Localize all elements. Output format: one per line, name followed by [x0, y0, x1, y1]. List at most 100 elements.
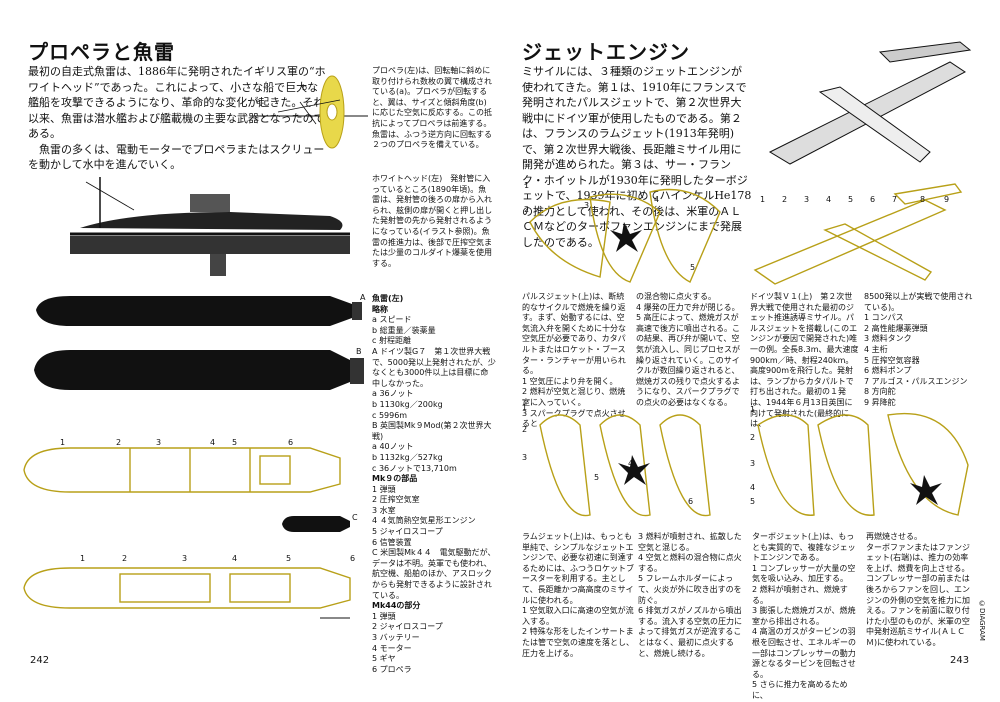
pulse-num: 5 — [690, 263, 695, 272]
turbo-num: 3 — [750, 459, 755, 468]
key-item: c 射程距離 — [372, 336, 411, 346]
pulse-step: 3 スパークプラグで点火させると — [522, 408, 626, 429]
v1-part: 2 高性能爆薬弾頭 — [864, 323, 928, 333]
mk9-part: 6 信管装置 — [372, 537, 412, 547]
key-item: a スピード — [372, 315, 412, 325]
ram-step: 1 空気取入口に高速の空気が流入する。 — [522, 606, 634, 626]
mk44-part: 5 ギヤ — [372, 654, 396, 664]
v1-caption-2: 8500発以上が実戦で使用されている)。 — [864, 292, 973, 312]
b-val: a 40ノット — [372, 442, 414, 452]
v1-num: 6 — [870, 195, 875, 204]
turbo-num: 1 — [750, 405, 755, 414]
mk44-title: Mk44の部分 — [372, 601, 421, 611]
label-B: B — [356, 347, 362, 356]
ram-num: 6 — [688, 497, 693, 506]
mk44-num: 6 — [350, 554, 355, 563]
mk44-part: 4 モーター — [372, 643, 412, 653]
mk9-num: 4 — [210, 438, 215, 447]
pulse-caption-2: の混合物に点火する。 4 爆発の圧力で弁が閉じる。 5 高圧によって、燃焼ガスが… — [636, 292, 744, 409]
v1-num: 2 — [782, 195, 787, 204]
b-val: c 36ノットで13,710m — [372, 463, 457, 473]
page-number-left: 242 — [30, 655, 50, 666]
v1-part: 8 方向舵 — [864, 387, 896, 397]
left-intro: 最初の自走式魚雷は、1886年に発明されたイギリス軍の“ホワイトヘッド”であった… — [28, 64, 328, 173]
b-val: b 1132kg／527kg — [372, 452, 443, 462]
pulse-caption-1: パルスジェット(上)は、断続的なサイクルで燃焼を繰り返す。まず、始動するには、空… — [522, 292, 632, 430]
turbo-step: 4 高温のガスがタービンの羽根を回転させ、エネルギーの一部はコンプレッサーの動力… — [752, 627, 856, 679]
pulse-step: 1 空気圧により弁を開く。 — [522, 376, 618, 386]
page-number-right: 243 — [950, 655, 970, 666]
mk44-cutaway — [23, 567, 351, 619]
ram-caption-col2: 3 燃料が噴射され、拡散した空気と混じる。 4 空気と燃料の混合物に点火する。 … — [638, 532, 746, 659]
v1-part: 5 圧搾空気容器 — [864, 355, 920, 365]
ram-numbers: 1 2 3 4 5 6 — [522, 403, 693, 506]
mk9-num: 2 — [116, 438, 121, 447]
mk9-num: 6 — [288, 438, 293, 447]
mk44-part: 2 ジャイロスコープ — [372, 622, 443, 632]
v1-part: 7 アルゴス・パルスエンジン — [864, 376, 968, 386]
mk9-part: 2 圧搾空気室 — [372, 495, 420, 505]
mk9-part: 5 ジャイロスコープ — [372, 527, 443, 537]
mk44-num: 2 — [122, 554, 127, 563]
torpedo-b-drawing: B — [34, 347, 364, 390]
pulse-num: 4 — [654, 195, 659, 204]
v1-num: 9 — [944, 195, 949, 204]
ram-num: 2 — [522, 425, 527, 434]
ram-num: 5 — [594, 473, 599, 482]
turbofan-caption-col: 再燃焼させる。 ターボファンまたはファンジェット(右端)は、推力の効率を上げ、燃… — [866, 532, 974, 649]
mk44-part: 6 プロペラ — [372, 664, 412, 674]
mk44-num: 4 — [232, 554, 237, 563]
turbo-caption: ターボジェット(上)は、もっとも実質的で、複雑なジェットエンジンである。 — [752, 532, 856, 563]
propeller-caption: プロペラ(左)は、回転軸に斜めに取り付けられ数枚の翼で構成されている(a)。プロ… — [372, 66, 492, 150]
ram-step: 6 排気ガスがノズルから噴出する。流入する空気の圧力によって排気ガスが逆流するこ… — [638, 606, 742, 658]
pulse-num: 1 — [524, 181, 529, 190]
pulse-step: 5 高圧によって、燃焼ガスが高速で後方に噴出される。この結果、再び弁が開いて、空… — [636, 313, 740, 407]
left-intro-p2: 魚雷の多くは、電動モーターでプロペラまたはスクリューを動かして水中を進んでいく。 — [28, 142, 325, 172]
ram-caption: ラムジェット(上)は、もっとも単純で、シンプルなジェットエンジンで、必要な初速に… — [522, 532, 634, 605]
v1-parts-col: 8500発以上が実戦で使用されている)。 1 コンパス 2 高性能爆薬弾頭 3 … — [864, 292, 976, 409]
pulse-num: 2 — [524, 205, 529, 214]
a-val: c 5996m — [372, 410, 408, 420]
pulse-text: パルスジェット(上)は、断続的なサイクルで燃焼を繰り返す。まず、始動するには、空… — [522, 292, 626, 376]
v1-caption: ドイツ製Ｖ１(上) 第２次世界大戦で使用された最初のジェット推進誘導ミサイル。パ… — [750, 292, 859, 429]
b-title: B 英国製Mk９Mod(第２次世界大戦) — [372, 421, 492, 441]
left-intro-p1: 最初の自走式魚雷は、1886年に発明されたイギリス軍の“ホワイトヘッド”であった… — [28, 65, 326, 140]
v1-num: 1 — [760, 195, 765, 204]
label-b: b — [302, 83, 307, 92]
whitehead-drawing — [70, 177, 350, 276]
turbo-step: 5 さらに推力を高めるために、 — [752, 680, 848, 700]
v1-part: 1 コンパス — [864, 313, 904, 323]
turbo-num: 2 — [750, 433, 755, 442]
turbo-caption-2: 再燃焼させる。 — [866, 532, 922, 541]
key-item: b 総重量／装薬量 — [372, 325, 436, 335]
v1-drawing — [768, 41, 972, 165]
v1-cutaway — [753, 183, 963, 285]
ram-step: 4 空気と燃料の混合物に点火する。 — [638, 553, 742, 573]
v1-part: 6 燃料ポンプ — [864, 366, 912, 376]
mk9-numbers: 1 2 3 4 5 6 — [60, 438, 293, 447]
label-A: A — [360, 293, 366, 302]
mk9-part: 4 ４気筒熱空気星形エンジン — [372, 516, 476, 526]
v1-part: 4 主桁 — [864, 344, 888, 354]
key-title: 略称 — [372, 304, 388, 314]
torpedo-a-drawing: A — [36, 293, 366, 326]
torpedo-caption: 魚雷(左) 略称 a スピード b 総重量／装薬量 c 射程距離 A ドイツ製G… — [372, 294, 496, 675]
turbo-step: 3 膨張した燃焼ガスが、燃焼室から排出される。 — [752, 606, 856, 626]
mk9-title: Mk９の部品 — [372, 474, 418, 484]
v1-num: 3 — [804, 195, 809, 204]
propeller-drawing: a b — [250, 75, 368, 149]
v1-num: 7 — [892, 195, 897, 204]
v1-num: 4 — [826, 195, 831, 204]
torpedo-title: 魚雷(左) — [372, 294, 404, 303]
label-C: C — [352, 513, 358, 522]
turbo-step: 1 コンプレッサーが大量の空気を吸い込み、加圧する。 — [752, 563, 856, 584]
turbofan-caption: ターボファンまたはファンジェット(右端)は、推力の効率を上げ、燃費を向上させる。… — [866, 542, 970, 647]
v1-num: 5 — [848, 195, 853, 204]
left-heading: プロペラと魚雷 — [28, 40, 175, 64]
pulse-text-2: の混合物に点火する。 — [636, 292, 716, 301]
pulse-step: 4 爆発の圧力で弁が閉じる。 — [636, 302, 740, 312]
pulsejet-diagram — [529, 188, 721, 283]
mk9-part: 1 弾頭 — [372, 484, 396, 494]
mk9-num: 5 — [232, 438, 237, 447]
ramjet-diagram — [539, 414, 711, 517]
